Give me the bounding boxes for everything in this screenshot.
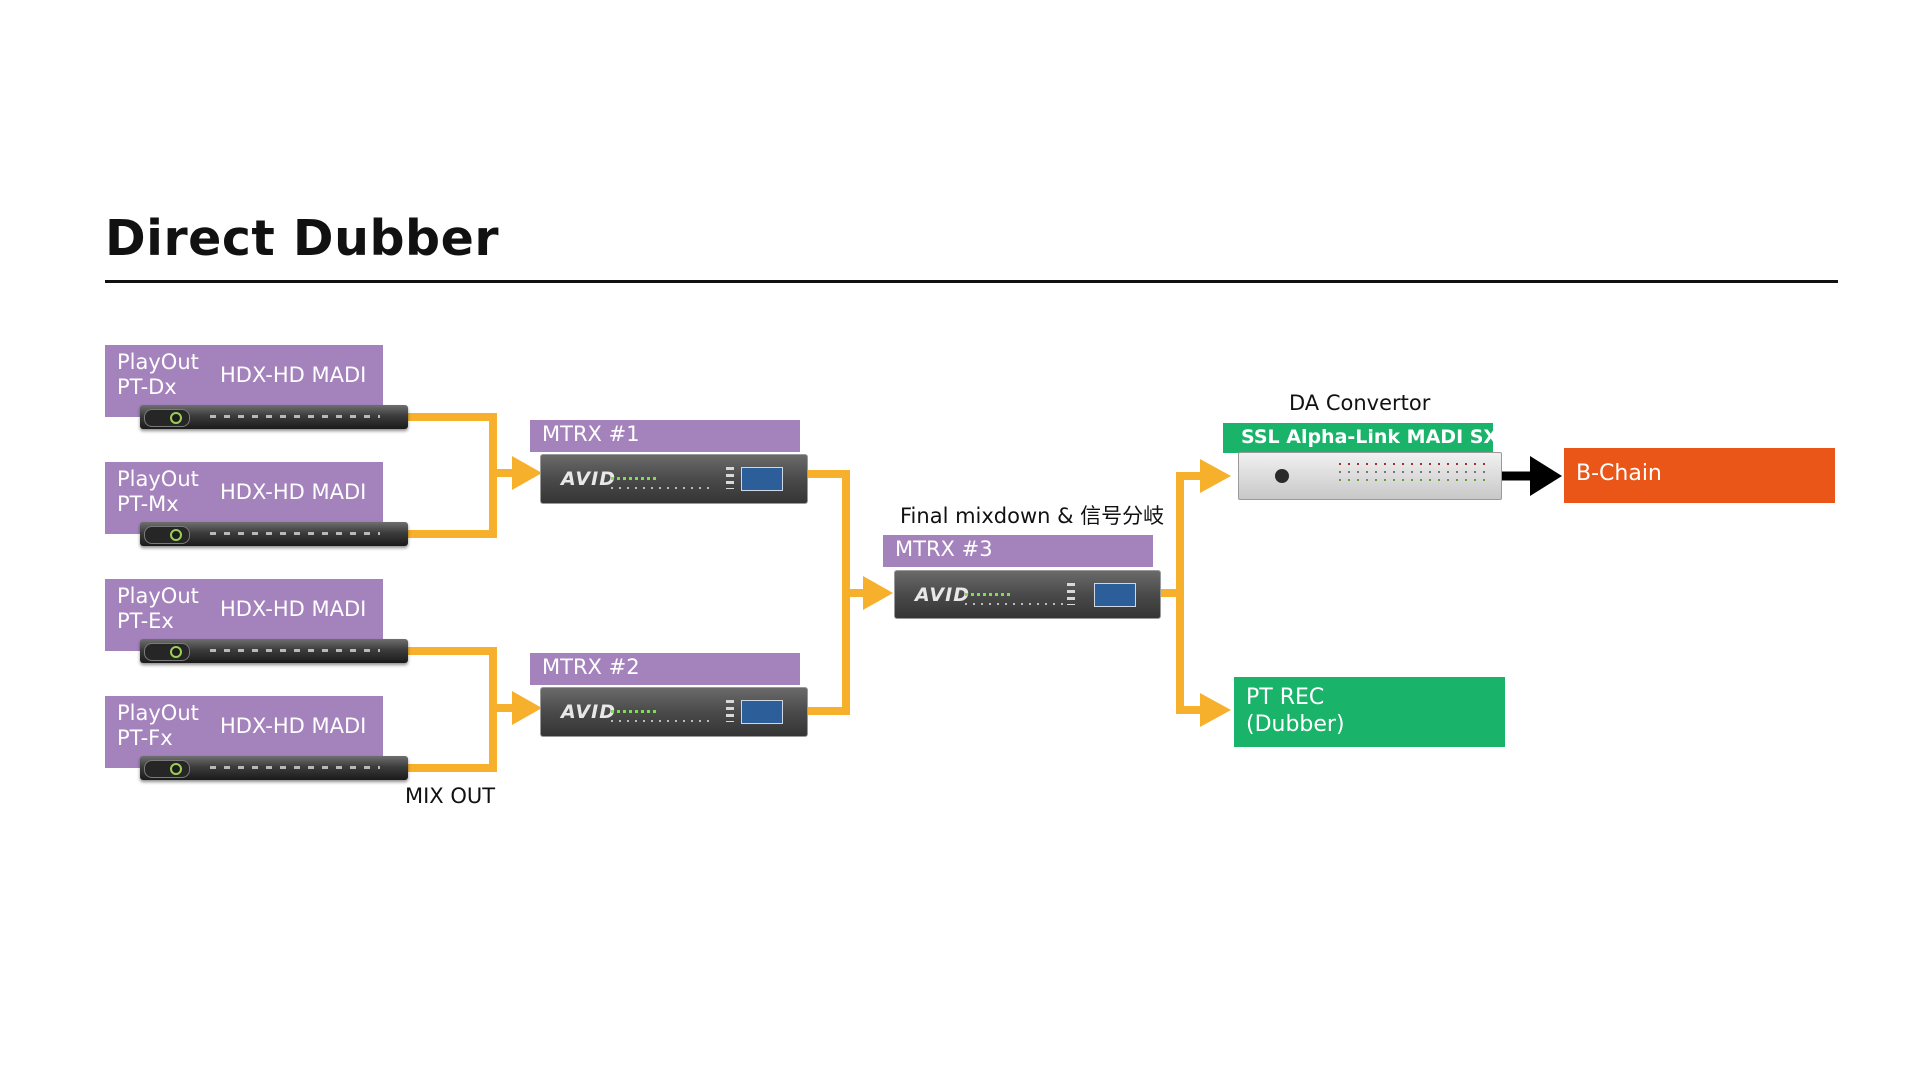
mix-out-label: MIX OUT	[405, 784, 496, 808]
rack-controls-strip	[210, 649, 380, 652]
mtrx2-label-box: MTRX #2	[530, 653, 800, 685]
status-led-icon	[170, 529, 182, 541]
mtrx2-rack-unit: AVID	[540, 687, 808, 737]
rack-buttons	[726, 700, 734, 722]
mtrx1-label: MTRX #1	[542, 422, 640, 446]
avid-logo: AVID	[561, 701, 616, 723]
connector-mtrx2-to-mtrx3	[806, 593, 850, 715]
playout-card-ex: HDX-HD MADI	[220, 597, 367, 621]
pt-rec-line2: (Dubber)	[1246, 712, 1345, 737]
avid-badge-icon	[144, 409, 190, 427]
arrow-head-bchain	[1530, 456, 1562, 496]
mtrx3-label: MTRX #3	[895, 537, 993, 561]
level-meter-icon	[611, 710, 659, 713]
final-mixdown-label: Final mixdown & 信号分岐	[900, 504, 1165, 528]
rack-buttons	[726, 467, 734, 489]
arrow-head-ssl	[1200, 459, 1231, 493]
playout-card-fx: HDX-HD MADI	[220, 714, 367, 738]
connector-fx-to-mtrx2	[408, 708, 497, 772]
volume-knob-icon	[1275, 469, 1289, 483]
rack-controls-strip	[210, 766, 380, 769]
arrow-head-mtrx1	[512, 456, 542, 490]
hdx-rack-unit-ex	[140, 639, 408, 663]
playout-title: PlayOut	[117, 701, 199, 725]
playout-name-dx: PlayOut PT-Dx	[117, 350, 199, 400]
avid-badge-icon	[144, 760, 190, 778]
title-divider	[105, 280, 1838, 283]
b-chain-label: B-Chain	[1576, 461, 1662, 486]
rack-led-grid	[1339, 463, 1489, 485]
avid-logo: AVID	[915, 584, 970, 606]
playout-id: PT-Mx	[117, 492, 179, 516]
arrow-head-ptrec	[1200, 693, 1231, 727]
hdx-rack-unit-fx	[140, 756, 408, 780]
pt-rec-label: PT REC (Dubber)	[1246, 684, 1345, 738]
mtrx3-label-box: MTRX #3	[883, 535, 1153, 567]
arrow-head-mtrx3	[863, 576, 893, 610]
mtrx1-label-box: MTRX #1	[530, 420, 800, 452]
rack-display-screen	[741, 700, 783, 724]
level-meter-icon	[611, 477, 659, 480]
playout-id: PT-Fx	[117, 726, 173, 750]
rack-controls-strip	[210, 415, 380, 418]
mtrx3-rack-unit: AVID	[894, 570, 1161, 619]
hdx-rack-unit-dx	[140, 405, 408, 429]
playout-name-mx: PlayOut PT-Mx	[117, 467, 199, 517]
playout-card-dx: HDX-HD MADI	[220, 363, 367, 387]
mtrx1-rack-unit: AVID	[540, 454, 808, 504]
b-chain-box: B-Chain	[1564, 448, 1835, 503]
connector-dx-to-mtrx1	[408, 413, 520, 477]
playout-name-fx: PlayOut PT-Fx	[117, 701, 199, 751]
connector-mx-to-mtrx1	[408, 473, 497, 538]
avid-badge-icon	[144, 526, 190, 544]
mtrx2-label: MTRX #2	[542, 655, 640, 679]
connector-mtrx3-to-ptrec	[1176, 593, 1203, 714]
playout-card-mx: HDX-HD MADI	[220, 480, 367, 504]
status-led-icon	[170, 412, 182, 424]
playout-title: PlayOut	[117, 584, 199, 608]
da-convertor-heading: DA Convertor	[1289, 391, 1431, 415]
rack-display-screen	[741, 467, 783, 491]
playout-title: PlayOut	[117, 350, 199, 374]
level-meter-icon	[965, 593, 1013, 596]
avid-badge-icon	[144, 643, 190, 661]
hdx-rack-unit-mx	[140, 522, 408, 546]
pt-rec-box: PT REC (Dubber)	[1234, 677, 1505, 747]
connector-mtrx3-to-ssl	[1159, 472, 1203, 597]
rack-dots	[611, 487, 711, 489]
playout-name-ex: PlayOut PT-Ex	[117, 584, 199, 634]
rack-dots	[965, 603, 1065, 605]
ssl-rack-unit	[1238, 452, 1502, 500]
rack-dots	[611, 720, 711, 722]
avid-logo: AVID	[561, 468, 616, 490]
pt-rec-line1: PT REC	[1246, 685, 1325, 710]
status-led-icon	[170, 763, 182, 775]
page-title: Direct Dubber	[105, 210, 500, 267]
playout-id: PT-Ex	[117, 609, 174, 633]
rack-display-screen	[1094, 583, 1136, 607]
rack-buttons	[1067, 583, 1075, 605]
connector-mtrx1-to-mtrx3	[806, 470, 875, 597]
ssl-label: SSL Alpha-Link MADI SX	[1241, 426, 1499, 448]
playout-title: PlayOut	[117, 467, 199, 491]
playout-id: PT-Dx	[117, 375, 177, 399]
rack-controls-strip	[210, 532, 380, 535]
ssl-label-box: SSL Alpha-Link MADI SX	[1223, 423, 1498, 453]
connector-ex-to-mtrx2	[408, 647, 520, 712]
arrow-head-mtrx2	[512, 691, 542, 725]
status-led-icon	[170, 646, 182, 658]
